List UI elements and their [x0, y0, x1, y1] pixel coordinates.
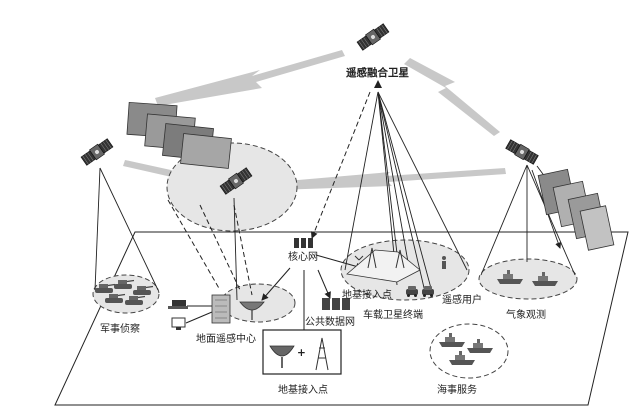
satellite-right — [504, 138, 540, 166]
satellite-main-label: 遥感融合卫星 — [346, 66, 409, 79]
network-links — [185, 254, 363, 337]
dish-antenna-icon-bottom — [269, 345, 295, 368]
satellite-antenna-icon — [374, 80, 382, 88]
satellite-left — [79, 137, 115, 167]
satellite-main — [355, 22, 391, 52]
maritime-service-label: 海事服务 — [437, 383, 477, 396]
core-network-icon — [294, 238, 313, 248]
ground-plane — [54, 231, 629, 406]
computer-icon — [171, 317, 186, 330]
dashed-links — [167, 91, 371, 296]
ground-access-point-bottom-label: 地基接入点 — [278, 383, 328, 396]
core-network-label: 核心网 — [288, 250, 318, 263]
photo-stack-left — [126, 101, 232, 169]
plus-sign: + — [297, 347, 306, 359]
weather-observation-label: 气象观测 — [506, 308, 546, 321]
building-icon — [211, 294, 231, 324]
photo-stack-right — [537, 168, 615, 251]
ground-access-point-middle-label: 地基接入点 — [342, 288, 392, 301]
person-icon — [442, 256, 446, 269]
weather-zone — [478, 258, 578, 300]
tower-icon — [354, 247, 405, 269]
dish-antenna-icon — [239, 301, 265, 320]
military-recon-label: 军事侦察 — [100, 322, 140, 335]
server-icon — [168, 300, 188, 309]
remote-sensing-user-label: 遥感用户 — [442, 293, 482, 306]
ground-sensing-center-label: 地面遥感中心 — [196, 332, 256, 345]
tower-icon-bottom — [315, 337, 329, 371]
vehicle-terminal-label: 车载卫星终端 — [363, 308, 423, 321]
public-data-network-label: 公共数据网 — [305, 315, 355, 328]
public-data-network-icon — [322, 298, 350, 310]
